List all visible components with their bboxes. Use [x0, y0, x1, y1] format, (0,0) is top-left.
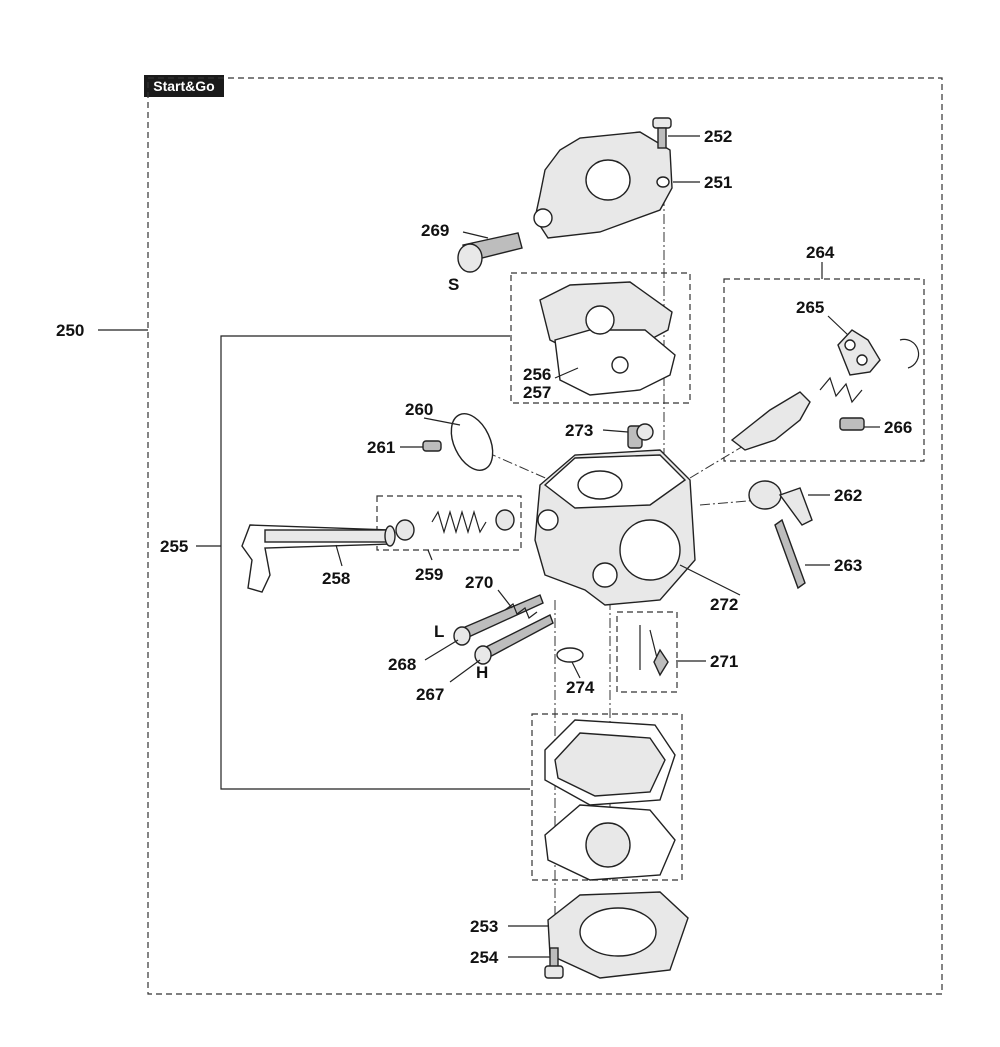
label-271: 271 — [710, 652, 738, 671]
choke-group-box — [723, 278, 925, 462]
pin-263 — [774, 518, 806, 590]
screw-254-head — [544, 965, 564, 979]
outer-assembly-frame — [147, 77, 943, 995]
seal-274 — [556, 647, 584, 663]
screw-269-head — [457, 243, 483, 273]
screw-266 — [839, 417, 865, 431]
label-270: 270 — [465, 573, 493, 592]
screw-252-shank — [657, 127, 667, 149]
label-255: 255 — [160, 537, 188, 556]
carburetor-top-chamber — [577, 470, 623, 500]
choke-shaft — [730, 391, 811, 451]
label-267: 267 — [416, 685, 444, 704]
screw-267-head — [474, 645, 492, 665]
choke-lever-hole-2 — [856, 354, 868, 366]
lever-262-arm — [778, 487, 813, 526]
label-screw-s: S — [448, 275, 459, 294]
gasket-hole-2 — [611, 356, 629, 374]
diaphragm-group-box — [531, 713, 683, 881]
throttle-shaft-end — [384, 525, 396, 547]
label-256: 256 — [523, 365, 551, 384]
label-257: 257 — [523, 383, 551, 402]
label-253: 253 — [470, 917, 498, 936]
leader-265 — [827, 315, 849, 336]
jet-273-head — [636, 423, 654, 441]
label-screw-l: L — [434, 622, 444, 641]
label-254: 254 — [470, 948, 499, 967]
bracket-255 — [220, 335, 530, 790]
label-264: 264 — [806, 243, 835, 262]
label-269: 269 — [421, 221, 449, 240]
needle-valve-tip — [653, 648, 669, 677]
label-263: 263 — [834, 556, 862, 575]
label-252: 252 — [704, 127, 732, 146]
label-258: 258 — [322, 569, 350, 588]
label-265: 265 — [796, 298, 824, 317]
top-cover-hole-right — [656, 176, 670, 188]
label-268: 268 — [388, 655, 416, 674]
label-250: 250 — [56, 321, 84, 340]
lever-262 — [748, 480, 782, 510]
leader-273 — [602, 429, 629, 433]
leader-268 — [424, 639, 459, 661]
label-259: 259 — [415, 565, 443, 584]
spring-270 — [504, 603, 538, 619]
bushing-259-right — [495, 509, 515, 531]
leader-267 — [449, 659, 481, 683]
leader-272 — [679, 564, 741, 596]
gasket-hole-1 — [585, 305, 615, 335]
start-and-go-badge: Start&Go — [144, 75, 224, 97]
label-272: 272 — [710, 595, 738, 614]
leader-270 — [497, 589, 513, 609]
label-261: 261 — [367, 438, 395, 457]
top-cover-hole-left — [533, 208, 553, 228]
screw-254-shank — [549, 947, 559, 969]
screw-252-head — [652, 117, 672, 129]
screw-261 — [422, 440, 442, 452]
diaphragm-plate-center — [585, 822, 631, 868]
label-260: 260 — [405, 400, 433, 419]
label-273: 273 — [565, 421, 593, 440]
choke-spring — [819, 376, 863, 404]
leader-274 — [571, 661, 581, 679]
label-274: 274 — [566, 678, 595, 697]
spring-259 — [431, 509, 487, 535]
choke-lever-265 — [837, 329, 881, 376]
needle-group-box — [616, 611, 678, 693]
leader-260 — [423, 417, 461, 426]
carburetor-venturi — [619, 519, 681, 581]
leader-259 — [427, 549, 433, 561]
carburetor-side-port — [592, 562, 618, 588]
label-screw-h: H — [476, 663, 488, 682]
leader-256 — [554, 367, 579, 379]
e-clip — [899, 338, 920, 369]
throttle-plate-260 — [450, 413, 494, 471]
label-262: 262 — [834, 486, 862, 505]
spring-group-box — [376, 495, 522, 551]
top-cover-dome — [585, 159, 631, 201]
screw-268-head — [453, 626, 471, 646]
leader-269 — [462, 231, 489, 239]
choke-lever-hole-1 — [844, 339, 856, 351]
bushing-259-left — [395, 519, 415, 541]
label-266: 266 — [884, 418, 912, 437]
label-251: 251 — [704, 173, 732, 192]
bottom-cover-dome — [579, 907, 657, 957]
gasket-group-box-top — [510, 272, 691, 404]
carburetor-front-hole — [537, 509, 559, 531]
throttle-shaft-rod — [264, 529, 391, 543]
leader-258 — [335, 544, 343, 567]
diaphragm-inner — [554, 732, 666, 797]
